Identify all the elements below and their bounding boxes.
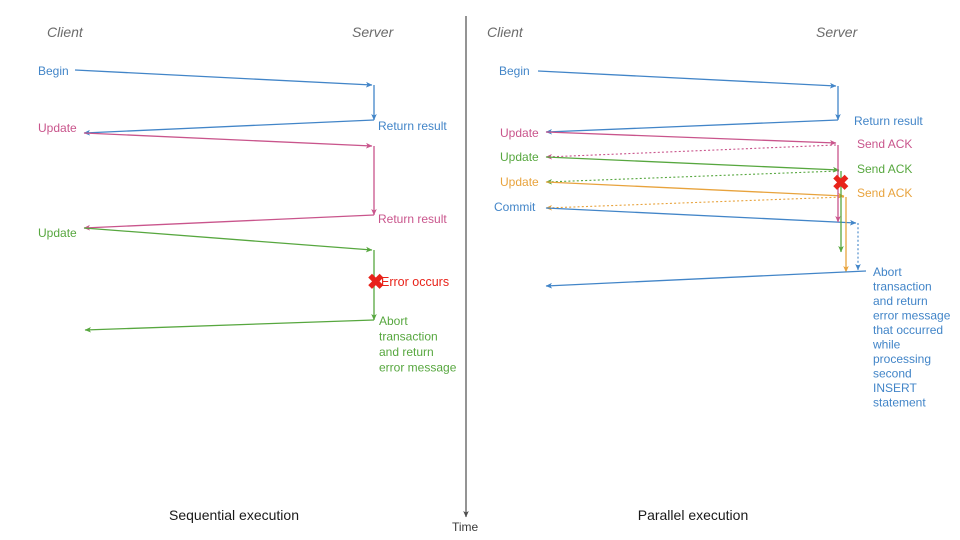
message-label-begin-request: Begin [38,64,69,78]
actor-label-server: Server [352,24,395,40]
message-label-begin-request: Begin [499,64,530,78]
message-abort-return [84,319,375,333]
message-label-send-ack-3: Send ACK [857,186,912,200]
note-line: transaction [873,280,932,294]
message-abort-return [545,270,867,289]
note-line: statement [873,396,926,410]
error-x-icon: ✖ [367,271,385,294]
message-send-ack-1: Send ACK [545,137,912,160]
arrow-send-ack-2 [545,170,840,185]
arrow-send-ack-1 [545,144,837,160]
message-send-ack-2: Send ACK [545,162,912,185]
message-begin-request: Begin [38,64,373,88]
arrow-update-request-3 [545,181,845,199]
arrow-update-request-2 [545,156,840,173]
note-line: that occurred [873,323,943,337]
message-label-send-ack-1: Send ACK [857,137,912,151]
message-label-update-request-1: Update [38,121,77,135]
message-update-request-1: Update [500,126,837,146]
error-x-icon: ✖ [832,172,850,195]
arrow-abort-return [84,319,375,333]
message-update-request-2: Update [500,150,840,173]
message-label-update-request-2: Update [38,226,77,240]
message-return-result-2: Return result [83,212,447,231]
message-begin-request: Begin [499,64,837,89]
message-update-request-3: Update [500,175,845,199]
message-return-result-1: Return result [83,119,447,136]
note-line: Abort [873,265,902,279]
arrow-update-request-2 [83,227,373,253]
panel-caption-sequential: Sequential execution [169,507,299,523]
arrow-return-result-2 [83,214,375,231]
arrow-begin-request [74,69,373,88]
arrow-abort-return [545,270,867,289]
message-label-update-request-1: Update [500,126,539,140]
note-line: processing [873,352,931,366]
note-line: second [873,367,912,381]
message-label-update-request-2: Update [500,150,539,164]
message-return-result: Return result [545,114,923,135]
message-label-commit-request: Commit [494,200,536,214]
arrow-commit-request [545,207,857,226]
message-label-update-request-3: Update [500,175,539,189]
message-update-request-2: Update [38,226,373,253]
message-update-request-1: Update [38,121,373,149]
note-line: Abort [379,314,408,328]
message-commit-request: Commit [494,200,857,226]
arrow-return-result-1 [83,119,375,136]
note-line: and return [379,345,434,359]
arrow-update-request-1 [83,132,373,149]
note-line: error message [873,309,951,323]
message-label-return-result-2: Return result [378,212,447,226]
note-line: while [872,338,901,352]
actor-label-server: Server [816,24,859,40]
panel-caption-parallel: Parallel execution [638,507,749,523]
message-label-send-ack-2: Send ACK [857,162,912,176]
time-axis: Time [452,16,479,534]
note-line: INSERT [873,381,917,395]
arrow-send-ack-3 [545,196,845,211]
error-label: Error occurs [381,275,449,289]
note-line: and return [873,294,928,308]
arrow-begin-request [537,70,837,89]
error-marker: ✖ [832,172,850,195]
arrow-return-result [545,119,839,135]
actor-label-client: Client [47,24,84,40]
message-label-return-result: Return result [854,114,923,128]
message-label-return-result-1: Return result [378,119,447,133]
time-axis-layer: Time [452,16,479,534]
arrow-update-request-1 [545,131,837,146]
error-marker: ✖Error occurs [367,271,449,294]
note-line: transaction [379,330,438,344]
message-send-ack-3: Send ACK [545,186,912,211]
time-axis-label: Time [452,520,479,534]
actor-label-client: Client [487,24,524,40]
note-line: error message [379,361,457,375]
